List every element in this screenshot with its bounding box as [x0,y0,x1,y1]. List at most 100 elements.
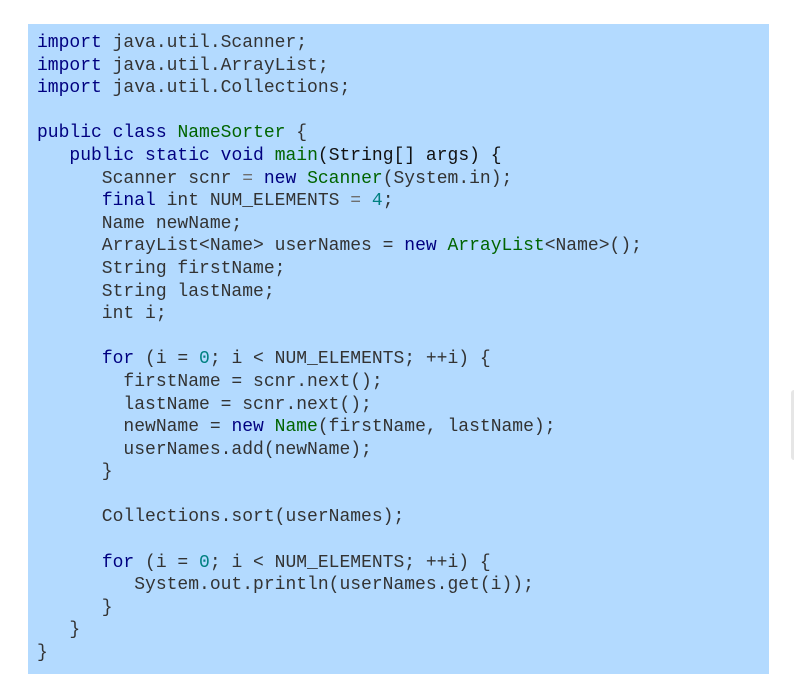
code-keyword: public [69,145,135,166]
code-keyword: for [101,349,135,370]
code-line: firstName = scnr.next(); [37,371,769,394]
code-token [37,553,102,573]
code-keyword: import [37,55,102,76]
code-line: Collections.sort(userNames); [37,506,769,529]
code-token: java.util.Scanner; [101,33,308,53]
code-token [361,191,372,211]
code-listing: import java.util.Scanner;import java.uti… [37,32,769,665]
code-token [102,123,113,143]
code-token: String lastName; [37,281,275,302]
code-line: String lastName; [37,281,769,304]
code-token [134,146,145,166]
code-line: ​ [37,484,769,507]
code-keyword: void [220,145,264,166]
code-token: String firstName; [37,258,286,279]
code-token: } [37,643,48,664]
scroll-edge-indicator [791,390,794,460]
code-line: } [37,619,769,642]
code-line: int i; [37,303,769,326]
code-token [37,349,102,369]
code-keyword: public [37,123,102,144]
code-token [264,417,275,437]
code-line: import java.util.ArrayList; [37,55,769,78]
code-line: userNames.add(newName); [37,439,769,462]
code-token [37,146,69,166]
code-token [167,123,178,143]
code-line: ArrayList<Name> userNames = new ArrayLis… [37,235,769,258]
code-keyword: new [263,168,297,189]
code-token: = [242,168,254,189]
code-line: } [37,597,769,620]
code-token: (System.in); [382,168,513,189]
code-token [296,169,307,189]
code-keyword: class [112,123,167,144]
code-token: lastName = scnr.next(); [37,394,372,415]
code-line: newName = new Name(firstName, lastName); [37,416,769,439]
code-line: } [37,642,769,665]
code-token: ArrayList<Name> userNames = [37,236,405,257]
code-token: System.out.println(userNames.get(i)); [37,575,534,596]
code-token: Collections.sort(userNames); [37,507,405,528]
code-token: userNames.add(newName); [37,439,372,460]
code-line: ​ [37,529,769,552]
code-token: ; i < NUM_ELEMENTS; ++i) { [209,349,491,370]
code-number: 0 [199,552,210,573]
code-token: Name newName; [37,213,243,234]
code-token: { [285,123,308,144]
code-token [210,146,221,166]
code-line: final int NUM_ELEMENTS = 4; [37,190,769,213]
code-token: (i = [134,552,200,573]
code-number: 4 [371,191,383,212]
code-token: java.util.ArrayList; [101,55,329,76]
code-line: for (i = 0; i < NUM_ELEMENTS; ++i) { [37,552,769,575]
code-identifier: main [274,145,318,166]
code-keyword: static [145,145,210,166]
code-keyword: import [37,33,102,53]
code-token: (firstName, lastName); [317,417,556,438]
code-token [253,169,264,189]
code-line: } [37,461,769,484]
code-line: lastName = scnr.next(); [37,394,769,417]
code-identifier: ArrayList [447,236,545,257]
code-line: System.out.println(userNames.get(i)); [37,574,769,597]
code-identifier: NameSorter [177,123,286,144]
code-line: Scanner scnr = new Scanner(System.in); [37,168,769,191]
code-line: ​ [37,100,769,123]
code-token: firstName = scnr.next(); [37,371,383,392]
code-token: } [37,597,113,618]
code-line: public static void main(String[] args) { [37,145,769,168]
code-line: for (i = 0; i < NUM_ELEMENTS; ++i) { [37,348,769,371]
code-keyword: new [231,417,264,438]
code-token: ; i < NUM_ELEMENTS; ++i) { [209,552,491,573]
code-number: 0 [199,349,210,370]
code-token: } [37,620,81,641]
code-line: public class NameSorter { [37,122,769,145]
code-token: (i = [134,349,200,370]
code-keyword: for [101,552,135,573]
code-line: import java.util.Collections; [37,77,769,100]
code-token: (String[] args) { [317,145,502,166]
code-token [264,146,275,166]
code-token: java.util.Collections; [101,78,351,99]
code-token: int NUM_ELEMENTS [155,191,351,212]
code-keyword: new [404,236,437,257]
code-token: Scanner scnr [37,168,243,189]
code-line: String firstName; [37,258,769,281]
code-line: import java.util.Scanner; [37,32,769,55]
code-token: newName = [37,417,232,438]
code-token [437,236,448,256]
code-token [37,191,102,211]
code-line: Name newName; [37,213,769,236]
code-line: ​ [37,326,769,349]
code-identifier: Name [274,417,318,438]
code-keyword: import [37,78,102,99]
code-identifier: Scanner [307,168,383,189]
code-token: int i; [37,304,167,325]
code-token: ; [382,191,394,212]
code-block: import java.util.Scanner;import java.uti… [28,24,769,674]
code-token: <Name>(); [544,236,642,257]
code-token: } [37,462,113,483]
code-keyword: final [101,191,156,212]
code-token: = [350,191,362,212]
